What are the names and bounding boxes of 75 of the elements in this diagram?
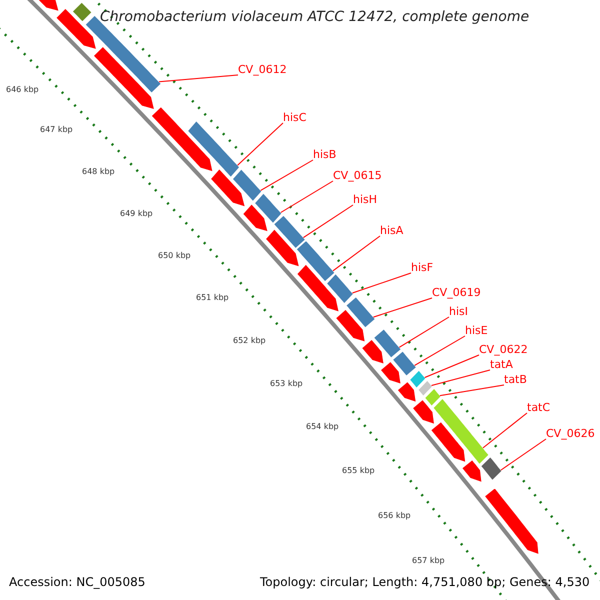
leader-line [500, 438, 546, 471]
gene-block [151, 106, 214, 172]
gene-block [397, 381, 416, 402]
gene-block [335, 309, 366, 342]
footer-text: Accession: NC_005085 [9, 576, 146, 588]
gene-block [418, 380, 433, 396]
gene-block [462, 460, 482, 483]
leader-line [439, 384, 504, 396]
gene-label: hisI [449, 306, 468, 317]
gene-block [232, 168, 262, 202]
gene-block [361, 339, 384, 364]
gene-label: hisF [411, 262, 434, 273]
gene-block [254, 192, 282, 224]
gene-block [72, 2, 92, 22]
gene-label: CV_0615 [333, 170, 382, 181]
gene-block [273, 215, 306, 249]
gene-label: tatA [490, 359, 513, 370]
gene-label: CV_0622 [479, 344, 528, 355]
gene-label: CV_0619 [432, 287, 481, 298]
leader-line [431, 370, 490, 386]
gene-block [187, 120, 240, 178]
scale-label: 649 kbp [120, 210, 153, 218]
gene-label: hisH [353, 194, 378, 205]
scale-label: 657 kbp [412, 557, 445, 565]
gene-label: hisB [313, 149, 336, 160]
leader-line [424, 354, 480, 378]
leader-line [280, 180, 334, 213]
gene-label: hisA [380, 225, 404, 236]
scale-label: 646 kbp [6, 86, 39, 94]
gene-label: hisE [465, 325, 488, 336]
scale-label: 653 kbp [270, 380, 303, 388]
gene-label: tatC [527, 402, 550, 413]
gene-block [242, 204, 268, 232]
gene-block [373, 328, 402, 358]
scale-label: 655 kbp [342, 467, 375, 475]
gene-block [409, 370, 426, 388]
scale-label: 647 kbp [40, 126, 73, 134]
title: Chromobacterium violaceum ATCC 12472, complete genome [100, 10, 530, 26]
leader-line [158, 74, 238, 82]
gene-block [412, 399, 435, 424]
scale-label: 656 kbp [378, 512, 411, 520]
gene-block [56, 8, 97, 50]
gene-block [432, 398, 490, 465]
leader-line [237, 122, 284, 166]
gene-block [480, 456, 502, 481]
leader-line [302, 204, 354, 238]
gene-label: CV_0612 [238, 64, 287, 75]
leader-line [352, 272, 412, 294]
gene-block [265, 228, 300, 268]
gene-block [484, 488, 540, 555]
gene-block [430, 421, 466, 463]
scale-label: 654 kbp [306, 423, 339, 431]
gene-block [424, 388, 442, 406]
gene-label: tatB [504, 374, 527, 385]
footer-text: Topology: circular; Length: 4,751,080 bp; Genes: 4,530 [260, 576, 590, 588]
gene-label: CV_0626 [546, 428, 595, 439]
leader-line [398, 316, 450, 348]
leader-line [260, 160, 314, 191]
gene-block [392, 350, 417, 376]
scale-label: 652 kbp [233, 337, 266, 345]
gene-block [93, 46, 155, 110]
gene-block [326, 273, 354, 304]
leader-line [372, 298, 432, 318]
leader-line [414, 336, 466, 366]
gene-block [296, 264, 340, 312]
gene-block [346, 296, 376, 328]
gene-block [210, 168, 246, 208]
scale-label: 650 kbp [158, 252, 191, 260]
leader-line [482, 412, 528, 448]
gene-label: hisC [283, 112, 306, 123]
gene-block [380, 361, 402, 384]
gene-block [296, 240, 336, 282]
scale-label: 648 kbp [82, 168, 115, 176]
leader-line [332, 236, 380, 272]
scale-label: 651 kbp [196, 294, 229, 302]
